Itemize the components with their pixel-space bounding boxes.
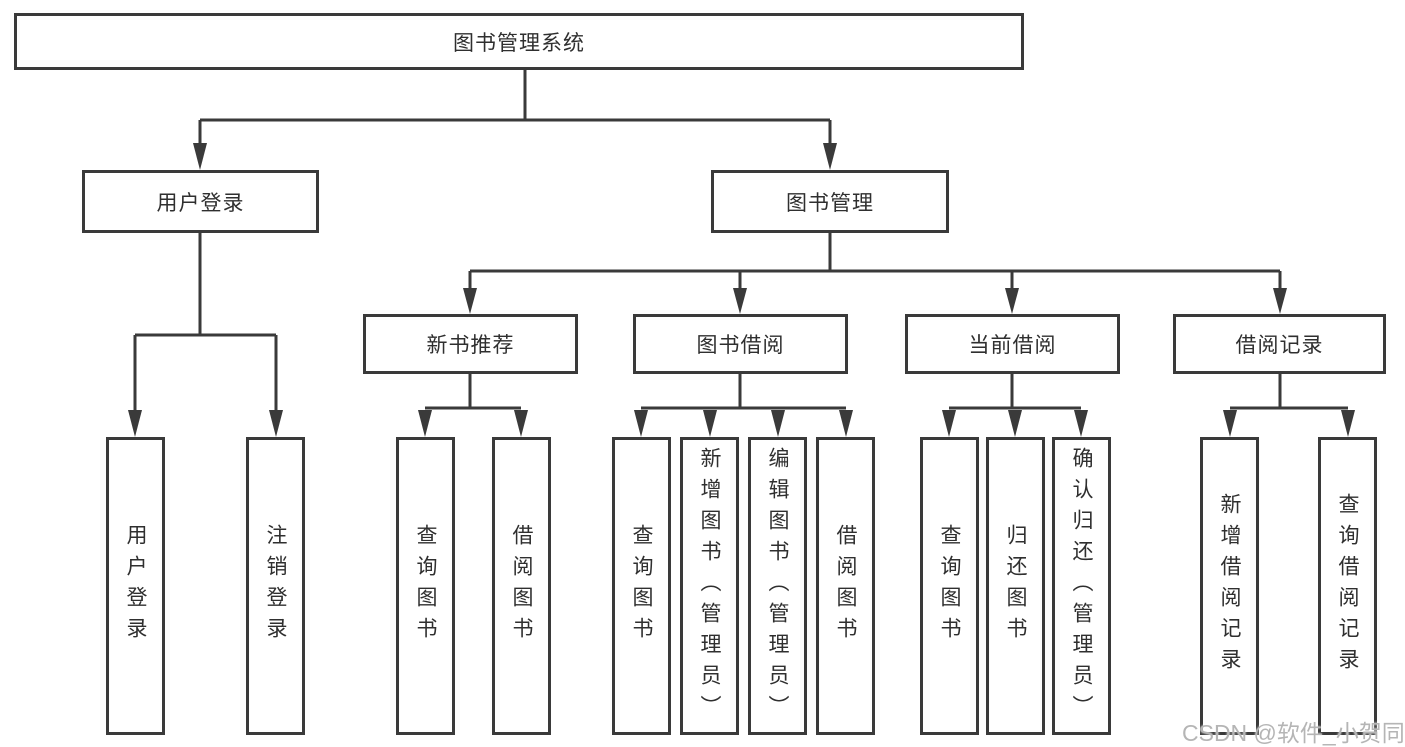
- leaf-query-books-recommend: 查询图书: [396, 437, 455, 735]
- leaf-edit-books-admin-label: 编辑图书（管理员）: [766, 446, 789, 726]
- leaf-query-books-current-label: 查询图书: [938, 524, 961, 648]
- leaf-query-borrow-record-label: 查询借阅记录: [1336, 493, 1359, 679]
- node-new-book-recommendation: 新书推荐: [363, 314, 578, 374]
- leaf-borrow-books-recommend: 借阅图书: [492, 437, 551, 735]
- leaf-logout-label: 注销登录: [264, 524, 287, 648]
- leaf-add-borrow-record-label: 新增借阅记录: [1218, 493, 1241, 679]
- leaf-query-books-current: 查询图书: [920, 437, 979, 735]
- leaf-user-login-label: 用户登录: [124, 524, 147, 648]
- leaf-edit-books-admin: 编辑图书（管理员）: [748, 437, 807, 735]
- leaf-return-books-label: 归还图书: [1004, 524, 1027, 648]
- leaf-borrow-books-recommend-label: 借阅图书: [510, 524, 533, 648]
- node-book-borrowing: 图书借阅: [633, 314, 848, 374]
- node-book-management: 图书管理: [711, 170, 949, 233]
- node-library-management-system: 图书管理系统: [14, 13, 1024, 70]
- leaf-borrow-books-borrowing-label: 借阅图书: [834, 524, 857, 648]
- leaf-add-books-admin-label: 新增图书（管理员）: [698, 446, 721, 726]
- leaf-logout: 注销登录: [246, 437, 305, 735]
- watermark-csdn: CSDN @软件_小贺同学: [1182, 720, 1405, 746]
- leaf-user-login: 用户登录: [106, 437, 165, 735]
- leaf-query-books-borrowing-label: 查询图书: [630, 524, 653, 648]
- leaf-return-books: 归还图书: [986, 437, 1045, 735]
- leaf-query-books-recommend-label: 查询图书: [414, 524, 437, 648]
- leaf-borrow-books-borrowing: 借阅图书: [816, 437, 875, 735]
- leaf-confirm-return-admin-label: 确认归还（管理员）: [1070, 446, 1093, 726]
- node-borrowing-records: 借阅记录: [1173, 314, 1386, 374]
- leaf-query-books-borrowing: 查询图书: [612, 437, 671, 735]
- leaf-confirm-return-admin: 确认归还（管理员）: [1052, 437, 1111, 735]
- node-user-login: 用户登录: [82, 170, 319, 233]
- leaf-add-books-admin: 新增图书（管理员）: [680, 437, 739, 735]
- leaf-query-borrow-record: 查询借阅记录: [1318, 437, 1377, 735]
- node-current-borrowing: 当前借阅: [905, 314, 1120, 374]
- leaf-add-borrow-record: 新增借阅记录: [1200, 437, 1259, 735]
